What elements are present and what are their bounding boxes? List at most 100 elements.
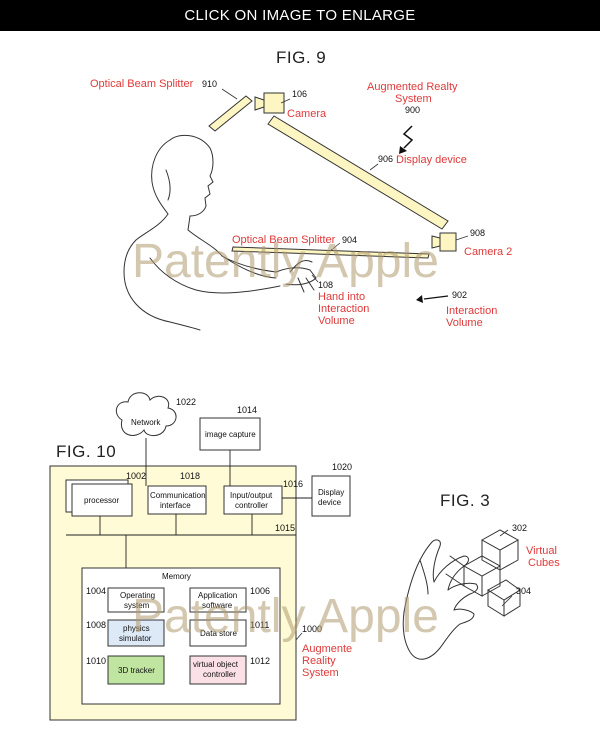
watermark-top: Patently Apple xyxy=(132,235,439,288)
leader-106 xyxy=(280,98,291,104)
mid-beam-splitter xyxy=(231,246,430,259)
image-capture-box xyxy=(199,417,261,451)
num-1018: 1018 xyxy=(180,471,200,481)
ar-system-arrow xyxy=(402,125,414,149)
num-1011: 1011 xyxy=(250,620,269,630)
num-908: 908 xyxy=(470,228,485,238)
label-ar-system-2: System xyxy=(395,93,432,105)
leader-908 xyxy=(455,235,469,241)
num-1022: 1022 xyxy=(176,397,196,407)
num-904: 904 xyxy=(342,235,357,245)
patent-figure-canvas: FIG. 9 xyxy=(0,31,600,751)
num-1010: 1010 xyxy=(86,656,106,666)
num-304: 304 xyxy=(516,586,531,596)
leader-910 xyxy=(221,88,238,100)
leader-108 xyxy=(311,274,319,283)
leader-904 xyxy=(329,242,341,252)
operating-system-box xyxy=(107,587,165,613)
label-display-device: Display device xyxy=(396,154,467,166)
os-label-2: system xyxy=(124,601,150,610)
num-106: 106 xyxy=(292,89,307,99)
image-capture-label: image capture xyxy=(205,430,256,439)
ar-system-arrow-head xyxy=(399,146,407,154)
display-device xyxy=(267,115,449,230)
phys-label-2: simulator xyxy=(119,634,152,643)
label-hand-3: Volume xyxy=(318,315,355,327)
num-1016: 1016 xyxy=(283,479,303,489)
label-hand-1: Hand into xyxy=(318,291,365,303)
fig3: FIG. 3 302 Virtual Cubes 304 xyxy=(402,491,560,660)
label-interaction-1: Interaction xyxy=(446,305,497,317)
label-camera-2: Camera 2 xyxy=(464,246,512,258)
interaction-arrow-head xyxy=(416,295,423,303)
camera-icon xyxy=(254,92,285,114)
leader-302 xyxy=(499,529,509,537)
num-1004: 1004 xyxy=(86,586,106,596)
watermark-bottom: Patently Apple xyxy=(132,590,439,643)
num-302: 302 xyxy=(512,523,527,533)
num-1014: 1014 xyxy=(237,405,257,415)
virtual-cubes-sketch xyxy=(445,529,521,617)
num-1020: 1020 xyxy=(332,462,352,472)
top-beam-splitter xyxy=(208,95,253,132)
display-device-box xyxy=(311,475,351,517)
patent-figures-svg: FIG. 9 xyxy=(49,48,560,721)
io-label-2: controller xyxy=(235,501,268,510)
network-label: Network xyxy=(131,418,161,427)
leader-906 xyxy=(369,163,379,171)
leader-304 xyxy=(501,595,513,607)
label-optical-beam-splitter-top: Optical Beam Splitter xyxy=(90,78,194,90)
memory-label: Memory xyxy=(162,572,191,581)
label-camera: Camera xyxy=(287,108,327,120)
system-label-1: Augmente xyxy=(302,643,352,655)
virtual-object-controller-box xyxy=(189,655,247,685)
physics-simulator-box xyxy=(107,619,165,647)
cubes-label-1: Virtual xyxy=(526,545,557,557)
tracker-label: 3D tracker xyxy=(118,666,155,675)
label-optical-beam-splitter-mid: Optical Beam Splitter xyxy=(232,234,336,246)
num-1006: 1006 xyxy=(250,586,270,596)
hand-sketch xyxy=(402,539,479,660)
io-controller-box xyxy=(223,485,283,515)
num-1002: 1002 xyxy=(126,471,146,481)
display-device-label-1: Display xyxy=(318,488,344,497)
enlarge-banner[interactable]: CLICK ON IMAGE TO ENLARGE xyxy=(0,0,600,31)
data-store-box xyxy=(189,619,247,647)
app-label-1: Application xyxy=(198,591,237,600)
io-label-1: Input/output xyxy=(230,491,273,500)
num-1008: 1008 xyxy=(86,620,106,630)
camera-2-icon xyxy=(431,232,457,252)
fig9: FIG. 9 xyxy=(90,48,512,331)
fig10: FIG. 10 Network 1022 image capture 1014 … xyxy=(49,392,352,721)
system-label-3: System xyxy=(302,667,339,679)
fig10-title: FIG. 10 xyxy=(56,442,116,461)
os-label-1: Operating xyxy=(120,591,155,600)
system-label-2: Reality xyxy=(302,655,336,667)
num-900: 900 xyxy=(405,105,420,115)
label-interaction-2: Volume xyxy=(446,317,483,329)
processor-label: processor xyxy=(84,496,119,505)
display-device-label-2: device xyxy=(318,498,342,507)
person-sketch xyxy=(123,134,317,331)
num-1015: 1015 xyxy=(275,523,295,533)
num-902: 902 xyxy=(452,290,467,300)
label-hand-2: Interaction xyxy=(318,303,369,315)
voc-label-1: virtual object xyxy=(193,660,239,669)
comm-label-2: interface xyxy=(160,501,191,510)
voc-label-2: controller xyxy=(203,670,236,679)
interaction-arrow xyxy=(423,295,449,300)
3d-tracker-box xyxy=(107,655,165,685)
processor-box xyxy=(71,483,133,517)
label-ar-system-1: Augmented Realty xyxy=(367,81,458,93)
fig9-title: FIG. 9 xyxy=(276,48,326,67)
communication-interface-box xyxy=(147,485,207,515)
application-software-box xyxy=(189,587,247,613)
num-108: 108 xyxy=(318,280,333,290)
cubes-label-2: Cubes xyxy=(528,557,560,569)
num-906: 906 xyxy=(378,154,393,164)
comm-label-1: Communication xyxy=(150,491,206,500)
num-1012: 1012 xyxy=(250,656,270,666)
data-store-label: Data store xyxy=(200,629,237,638)
fig3-title: FIG. 3 xyxy=(440,491,490,510)
app-label-2: software xyxy=(202,601,233,610)
